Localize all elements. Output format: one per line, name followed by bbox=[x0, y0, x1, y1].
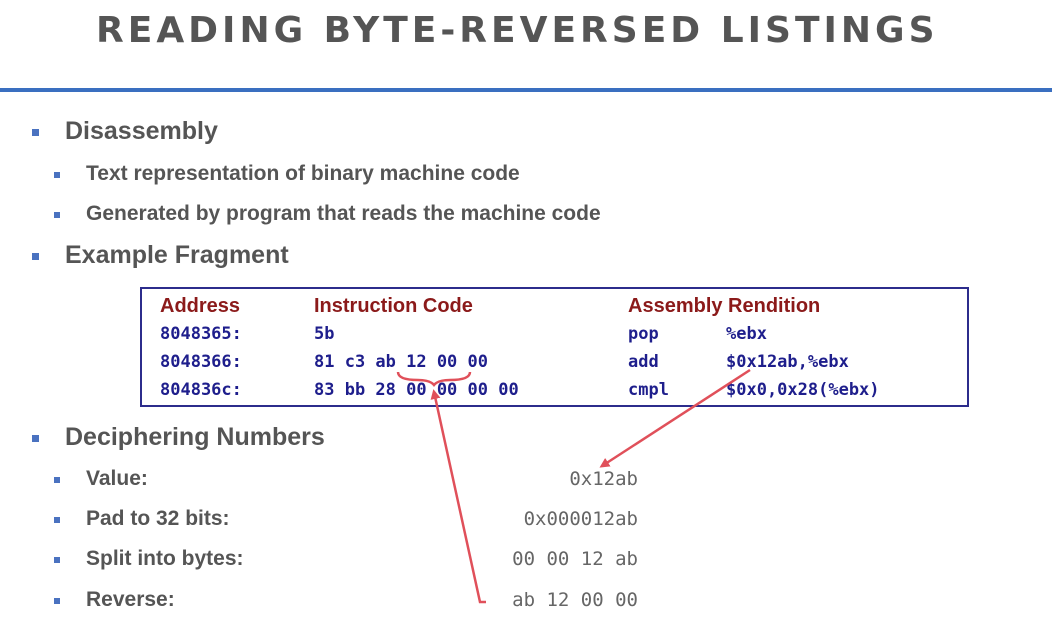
listing-address: 8048365: bbox=[160, 324, 242, 344]
listing-mnemonic: add bbox=[628, 352, 659, 372]
sub-bullet-marker bbox=[54, 517, 60, 523]
listing-address: 8048366: bbox=[160, 352, 242, 372]
listing-mnemonic: pop bbox=[628, 324, 659, 344]
sub-bullet-text-representation: Text representation of binary machine co… bbox=[86, 162, 520, 185]
decipher-step-value: 00 00 12 ab bbox=[512, 548, 638, 570]
bullet-marker bbox=[32, 435, 39, 442]
bullet-example-fragment: Example Fragment bbox=[65, 241, 289, 269]
header-assembly-rendition: Assembly Rendition bbox=[628, 295, 821, 317]
listing-code: 81 c3 ab 12 00 00 bbox=[314, 352, 488, 372]
listing-operands: $0x0,0x28(%ebx) bbox=[726, 380, 880, 400]
arrow-bytes-to-reverse bbox=[430, 389, 486, 604]
header-instruction-code: Instruction Code bbox=[314, 295, 473, 317]
header-address: Address bbox=[160, 295, 241, 317]
listing-code: 5b bbox=[314, 324, 335, 344]
decipher-step-value: 0x12ab bbox=[569, 468, 638, 490]
slide-title: READING BYTE-REVERSED LISTINGS bbox=[96, 10, 939, 51]
decipher-step-label: Pad to 32 bits: bbox=[86, 507, 230, 530]
listing-code: 83 bb 28 00 00 00 00 bbox=[314, 380, 519, 400]
bullet-disassembly: Disassembly bbox=[65, 117, 218, 145]
sub-bullet-marker bbox=[54, 172, 60, 178]
bullet-deciphering-numbers: Deciphering Numbers bbox=[65, 423, 325, 451]
decipher-step-label: Split into bytes: bbox=[86, 547, 244, 570]
bullet-marker bbox=[32, 129, 39, 136]
sub-bullet-marker bbox=[54, 598, 60, 604]
sub-bullet-marker bbox=[54, 557, 60, 563]
decipher-step-value: ab 12 00 00 bbox=[512, 589, 638, 611]
decipher-step-label: Reverse: bbox=[86, 588, 175, 611]
listing-mnemonic: cmpl bbox=[628, 380, 669, 400]
decipher-step-label: Value: bbox=[86, 467, 148, 490]
decipher-step-value: 0x000012ab bbox=[523, 508, 638, 530]
listing-box: Address Instruction Code Assembly Rendit… bbox=[140, 287, 969, 407]
listing-address: 804836c: bbox=[160, 380, 242, 400]
listing-operands: $0x12ab,%ebx bbox=[726, 352, 849, 372]
sub-bullet-marker bbox=[54, 477, 60, 483]
sub-bullet-generated-by: Generated by program that reads the mach… bbox=[86, 202, 601, 225]
listing-operands: %ebx bbox=[726, 324, 767, 344]
title-divider bbox=[0, 88, 1052, 92]
bullet-marker bbox=[32, 253, 39, 260]
sub-bullet-marker bbox=[54, 212, 60, 218]
